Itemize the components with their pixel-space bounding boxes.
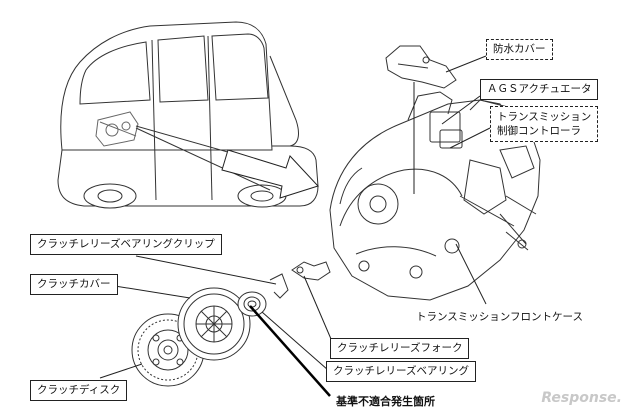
release-fork-part xyxy=(291,261,331,281)
clutch-cover-part xyxy=(177,287,251,361)
label-release-bearing: クラッチレリーズベアリング xyxy=(326,361,476,382)
watermark-logo: Response. xyxy=(541,390,622,406)
label-nonconformity-location: 基準不適合発生箇所 xyxy=(336,395,435,408)
label-transmission-controller-line2: 制御コントローラ xyxy=(497,125,581,137)
label-clutch-disc: クラッチディスク xyxy=(30,380,128,401)
label-release-fork: クラッチレリーズフォーク xyxy=(330,338,470,359)
waterproof-cover-part xyxy=(385,45,457,89)
label-ags-actuator: ＡＧＳアクチュエータ xyxy=(480,79,599,100)
nonconformity-leader xyxy=(249,305,331,397)
direction-arrow xyxy=(221,149,319,199)
car-illustration xyxy=(57,21,319,209)
label-clutch-cover: クラッチカバー xyxy=(30,274,118,295)
transmission-illustration xyxy=(329,91,541,301)
label-waterproof-cover: 防水カバー xyxy=(486,39,553,60)
label-transmission-controller: トランスミッション 制御コントローラ xyxy=(490,106,599,142)
engine-thumbnail xyxy=(95,111,139,147)
bearing-clip-part xyxy=(269,273,289,299)
label-transmission-front-case: トランスミッションフロントケース xyxy=(416,311,583,323)
label-transmission-controller-line1: トランスミッション xyxy=(497,111,592,123)
label-release-bearing-clip: クラッチレリーズベアリングクリップ xyxy=(30,234,222,255)
indicator-line-2 xyxy=(135,127,271,191)
